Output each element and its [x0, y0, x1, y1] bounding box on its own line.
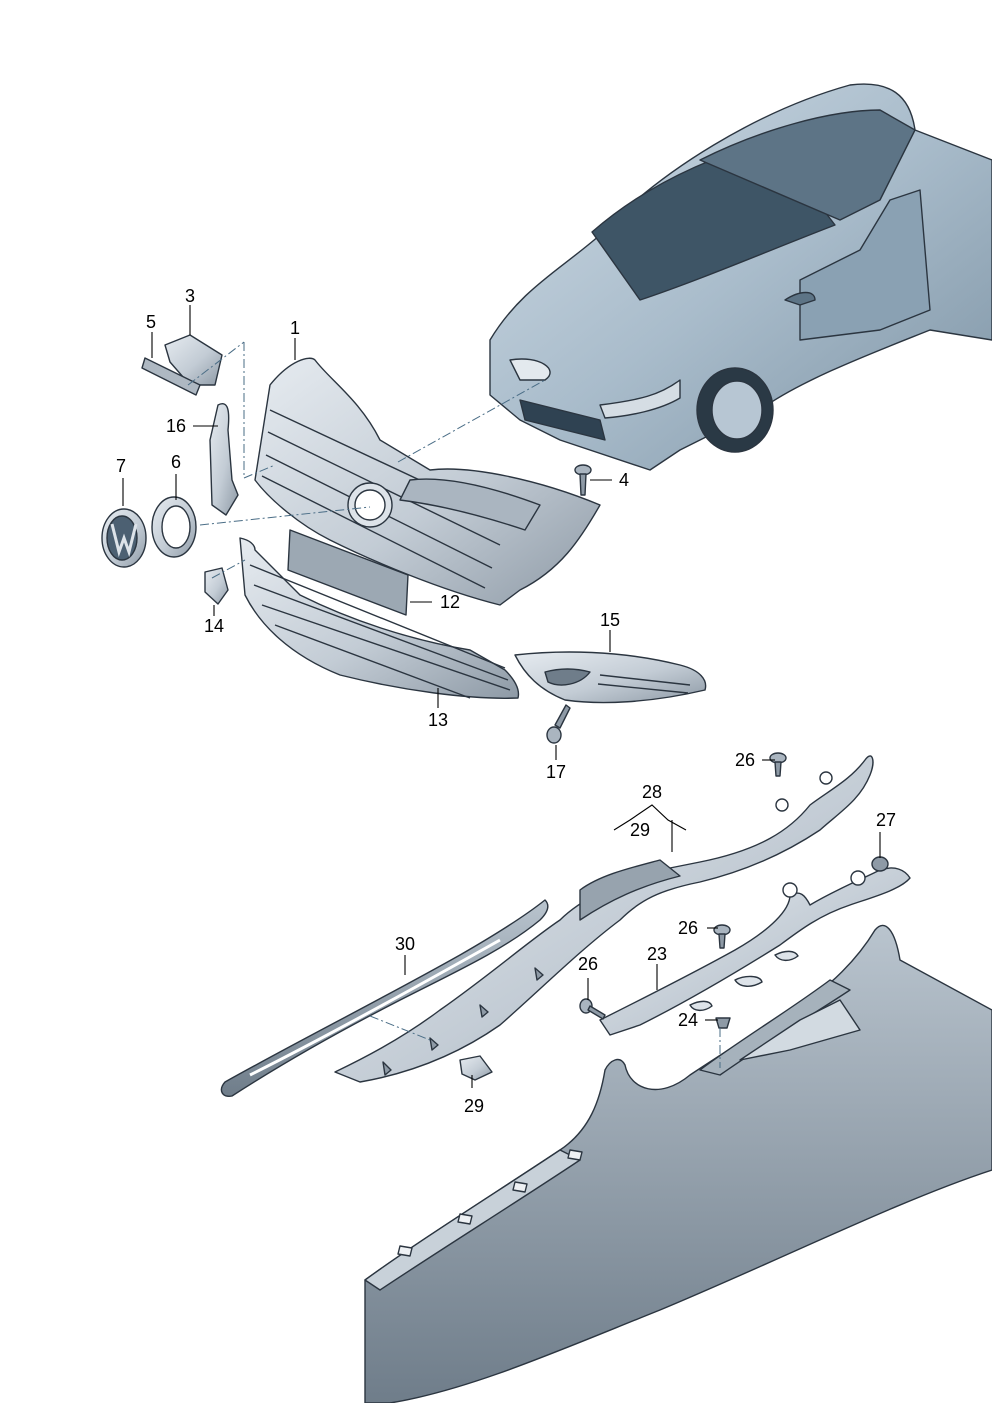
callout-1: 1: [290, 318, 300, 338]
callout-29-upper: 29: [630, 820, 650, 840]
callout-17: 17: [546, 762, 566, 782]
callout-labels: 3 5 1 16 6 7 4 12 14 13 15 17 26 28 29 2…: [116, 286, 896, 1116]
part-5-emblem-strip: [141, 357, 201, 396]
part-14-clip: [204, 567, 229, 605]
leader-lines: [122, 305, 881, 1088]
part-28-sill-trim: [334, 755, 874, 1083]
callout-12: 12: [440, 592, 460, 612]
part-26-screw-left: [579, 998, 606, 1020]
part-15-fog-trim: [514, 651, 707, 704]
callout-26-middle: 26: [678, 918, 698, 938]
callout-14: 14: [204, 616, 224, 636]
callout-26-left: 26: [578, 954, 598, 974]
part-26-screw-upper: [769, 752, 787, 777]
callout-13: 13: [428, 710, 448, 730]
callout-27: 27: [876, 810, 896, 830]
part-24-clip: [715, 1017, 731, 1029]
callout-16: 16: [166, 416, 186, 436]
part-16-side-trim: [209, 403, 239, 516]
callout-6: 6: [171, 452, 181, 472]
part-1-upper-grille: [254, 357, 601, 606]
callout-5: 5: [146, 312, 156, 332]
part-6-emblem-ring: [151, 496, 197, 558]
vehicle-illustration: [489, 83, 992, 471]
part-12-plate-holder: [287, 529, 409, 616]
callout-28: 28: [642, 782, 662, 802]
part-29-clip: [459, 1055, 493, 1081]
callout-24: 24: [678, 1010, 698, 1030]
part-4-screw: [574, 464, 592, 496]
body-sill-panel: [364, 924, 992, 1403]
part-13-lower-grille: [239, 537, 520, 699]
part-30-sill-strip: [220, 899, 549, 1097]
callout-29-lower: 29: [464, 1096, 484, 1116]
callout-30: 30: [395, 934, 415, 954]
callout-7: 7: [116, 456, 126, 476]
callout-4: 4: [619, 470, 629, 490]
part-7-emblem: [101, 508, 147, 568]
callout-3: 3: [185, 286, 195, 306]
callout-26-upper: 26: [735, 750, 755, 770]
part-17-screw: [546, 704, 571, 744]
callout-15: 15: [600, 610, 620, 630]
part-27-nut: [871, 856, 889, 872]
callout-23: 23: [647, 944, 667, 964]
